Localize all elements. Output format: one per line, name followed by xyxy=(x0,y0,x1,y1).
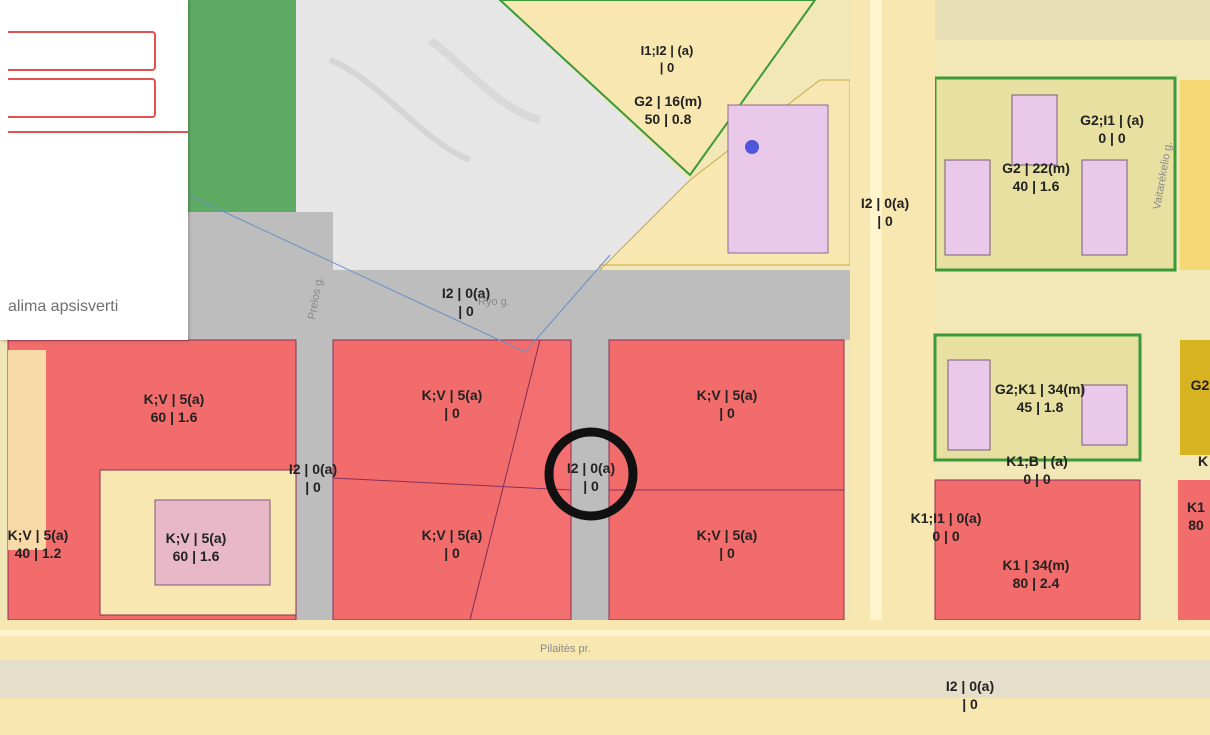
building xyxy=(944,159,991,256)
zone-label: G2 | 22(m) 40 | 1.6 xyxy=(1002,160,1070,194)
svg-text:| 0: | 0 xyxy=(719,545,735,561)
svg-text:| 0: | 0 xyxy=(719,405,735,421)
svg-text:45 | 1.8: 45 | 1.8 xyxy=(1017,399,1064,415)
building xyxy=(1081,384,1128,446)
panel-input-field[interactable] xyxy=(8,31,156,71)
svg-text:K;V | 5(a): K;V | 5(a) xyxy=(144,391,205,407)
svg-text:G2;I1 | (a): G2;I1 | (a) xyxy=(1080,112,1144,128)
svg-text:80 | 2.4: 80 | 2.4 xyxy=(1013,575,1060,591)
zone-label: K1;I1 | 0(a) 0 | 0 xyxy=(911,510,982,544)
svg-text:K;V | 5(a): K;V | 5(a) xyxy=(166,530,227,546)
building xyxy=(1011,94,1058,166)
svg-text:K1;I1 | 0(a): K1;I1 | 0(a) xyxy=(911,510,982,526)
svg-text:K;V | 5(a): K;V | 5(a) xyxy=(422,527,483,543)
svg-text:G2;K1 | 34(m): G2;K1 | 34(m) xyxy=(995,381,1085,397)
commercial-zone xyxy=(608,339,845,621)
zone-label: G2 xyxy=(1191,377,1210,393)
terrain-area xyxy=(296,0,690,270)
main-street xyxy=(850,0,935,735)
building xyxy=(947,359,991,451)
commercial-zone xyxy=(934,479,1141,621)
zone-label: K;V | 5(a) | 0 xyxy=(697,527,758,561)
zone-label: K;V | 5(a) 60 | 1.6 xyxy=(144,391,205,425)
poi-dot-icon xyxy=(745,140,759,154)
svg-text:| 0: | 0 xyxy=(660,60,674,75)
svg-text:| 0: | 0 xyxy=(962,696,978,712)
zone-triangle xyxy=(498,0,817,177)
zone-label: K;V | 5(a) 40 | 1.2 xyxy=(8,527,69,561)
zone-label: K;V | 5(a) 60 | 1.6 xyxy=(166,530,227,564)
svg-text:0 | 0: 0 | 0 xyxy=(932,528,959,544)
svg-text:G2 | 22(m): G2 | 22(m) xyxy=(1002,160,1070,176)
street-label: Ryo g. xyxy=(478,296,510,308)
street-label: Pilaitės pr. xyxy=(540,643,591,655)
svg-text:K: K xyxy=(1198,453,1208,469)
svg-text:I2 | 0(a): I2 | 0(a) xyxy=(289,461,337,477)
zone-label: K;V | 5(a) | 0 xyxy=(422,527,483,561)
svg-text:| 0: | 0 xyxy=(444,405,460,421)
svg-text:K;V | 5(a): K;V | 5(a) xyxy=(697,527,758,543)
zone-label-highlighted: I2 | 0(a) | 0 xyxy=(567,460,615,494)
svg-text:I1;I2 | (a): I1;I2 | (a) xyxy=(641,43,694,58)
svg-text:K;V | 5(a): K;V | 5(a) xyxy=(697,387,758,403)
zone-label: G2 | 16(m) 50 | 0.8 xyxy=(634,93,702,127)
svg-text:I2 | 0(a): I2 | 0(a) xyxy=(442,285,490,301)
zone-block xyxy=(1180,80,1210,270)
svg-text:40 | 1.2: 40 | 1.2 xyxy=(15,545,62,561)
zone-label: G2;I1 | (a) 0 | 0 xyxy=(1080,112,1144,146)
zone-label: I2 | 0(a) | 0 xyxy=(946,678,994,712)
svg-text:0 | 0: 0 | 0 xyxy=(1098,130,1125,146)
road-zone-highlighted xyxy=(571,340,609,620)
svg-text:| 0: | 0 xyxy=(458,303,474,319)
zone-label: K;V | 5(a) | 0 xyxy=(697,387,758,421)
zone-label: G2;K1 | 34(m) 45 | 1.8 xyxy=(995,381,1085,415)
side-panel: alima apsisverti xyxy=(0,0,188,340)
svg-text:G2: G2 xyxy=(1191,377,1210,393)
commercial-zone xyxy=(1178,480,1210,620)
svg-text:80: 80 xyxy=(1188,517,1204,533)
svg-text:K1 | 34(m): K1 | 34(m) xyxy=(1003,557,1070,573)
road-zone xyxy=(296,270,856,340)
zone-label: K xyxy=(1198,453,1208,469)
zone-label: I1;I2 | (a) | 0 xyxy=(641,43,694,75)
svg-text:50 | 0.8: 50 | 0.8 xyxy=(645,111,692,127)
svg-text:I2 | 0(a): I2 | 0(a) xyxy=(861,195,909,211)
panel-divider xyxy=(8,131,188,133)
svg-text:| 0: | 0 xyxy=(583,478,599,494)
zone-label: I2 | 0(a) | 0 xyxy=(289,461,337,495)
svg-text:K;V | 5(a): K;V | 5(a) xyxy=(8,527,69,543)
svg-text:K1;B | (a): K1;B | (a) xyxy=(1006,453,1067,469)
zone-label: I2 | 0(a) | 0 xyxy=(861,195,909,229)
svg-text:I2 | 0(a): I2 | 0(a) xyxy=(567,460,615,476)
svg-text:40 | 1.6: 40 | 1.6 xyxy=(1013,178,1060,194)
svg-text:60 | 1.6: 60 | 1.6 xyxy=(173,548,220,564)
building xyxy=(1081,159,1128,256)
panel-input-field[interactable] xyxy=(8,78,156,118)
zone-block xyxy=(1180,340,1210,455)
road-zone xyxy=(296,340,333,620)
svg-text:0 | 0: 0 | 0 xyxy=(1023,471,1050,487)
green-zone xyxy=(188,0,296,212)
svg-text:I2 | 0(a): I2 | 0(a) xyxy=(946,678,994,694)
svg-text:| 0: | 0 xyxy=(877,213,893,229)
building xyxy=(154,499,271,586)
zone-label: I2 | 0(a) | 0 xyxy=(442,285,490,319)
svg-text:| 0: | 0 xyxy=(444,545,460,561)
zone-label: K1 | 34(m) 80 | 2.4 xyxy=(1003,557,1070,591)
svg-text:60 | 1.6: 60 | 1.6 xyxy=(151,409,198,425)
panel-text: alima apsisverti xyxy=(8,298,119,315)
zone-label: K;V | 5(a) | 0 xyxy=(422,387,483,421)
svg-text:| 0: | 0 xyxy=(305,479,321,495)
svg-text:K1: K1 xyxy=(1187,499,1205,515)
svg-text:K;V | 5(a): K;V | 5(a) xyxy=(422,387,483,403)
zone-label: K1;B | (a) 0 | 0 xyxy=(1006,453,1067,487)
building xyxy=(727,104,829,254)
svg-text:G2 | 16(m): G2 | 16(m) xyxy=(634,93,702,109)
highlight-ring-icon xyxy=(544,427,638,521)
